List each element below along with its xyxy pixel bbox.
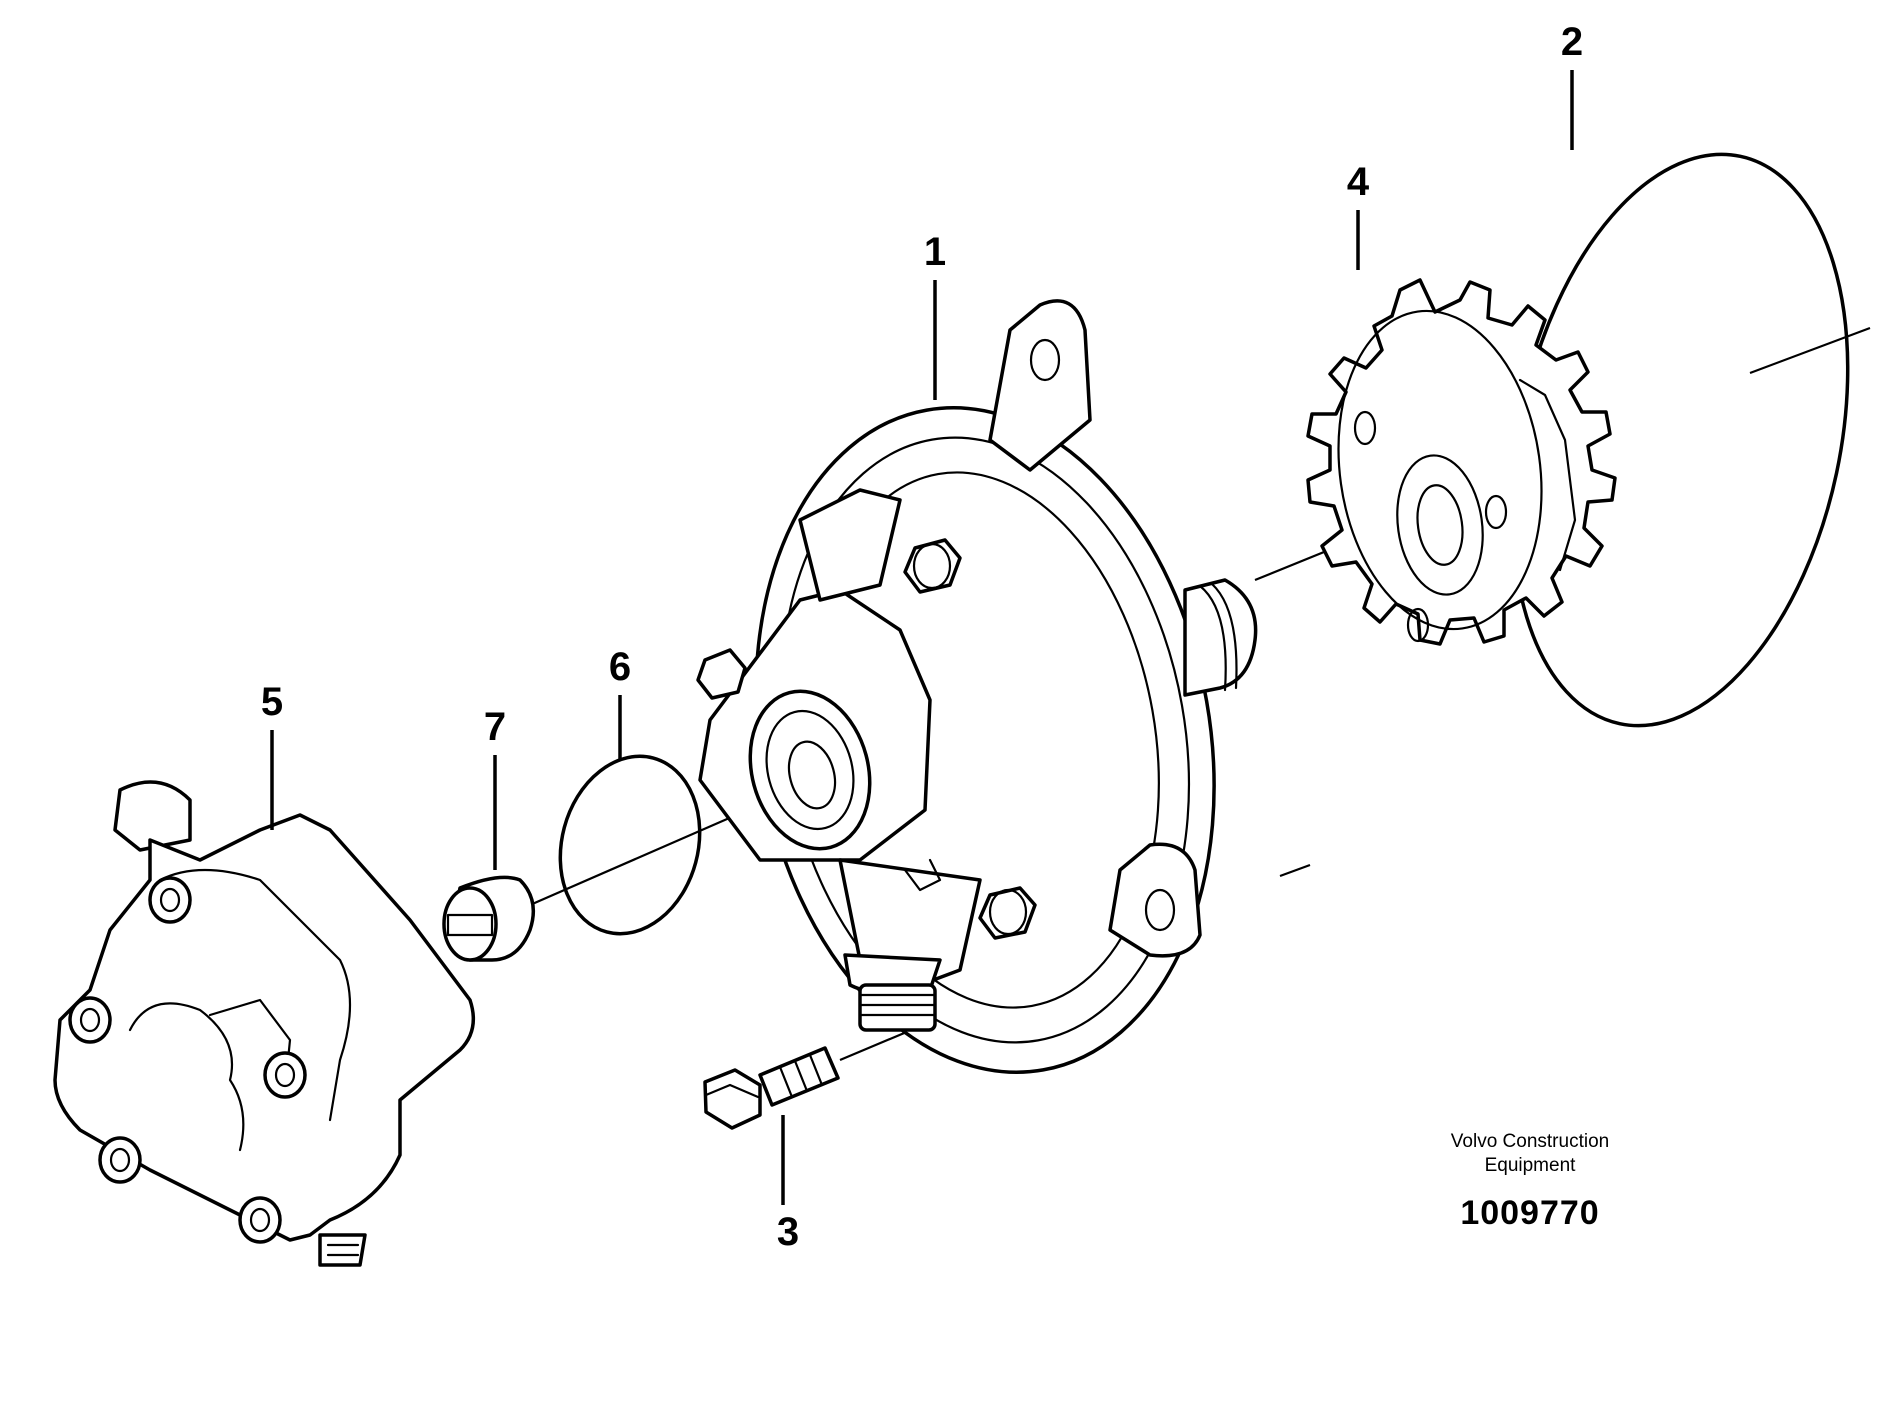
callout-7: 7 [484, 705, 506, 749]
part-1-pump-housing [696, 299, 1258, 1074]
callout-3: 3 [777, 1210, 799, 1254]
drawing-credit-block: Volvo Construction Equipment 1009770 [1380, 1130, 1680, 1233]
credit-company-line-2: Equipment [1484, 1155, 1576, 1176]
credit-company-line-1: Volvo Construction [1450, 1131, 1610, 1152]
drawing-number: 1009770 [1460, 1194, 1600, 1232]
part-7-coupling [442, 875, 536, 962]
callout-labels: 1 2 3 4 5 6 7 [261, 20, 1583, 1254]
part-4-gear [1306, 278, 1617, 646]
callout-5: 5 [261, 680, 283, 724]
callout-4: 4 [1347, 160, 1370, 204]
callout-6: 6 [609, 645, 631, 689]
part-6-o-ring-small [558, 754, 702, 936]
part-5-hydraulic-pump [53, 780, 476, 1267]
part-3-bolt [703, 1046, 840, 1130]
callout-1: 1 [924, 230, 946, 274]
leader-lines [270, 70, 1574, 1205]
callout-2: 2 [1561, 20, 1583, 64]
